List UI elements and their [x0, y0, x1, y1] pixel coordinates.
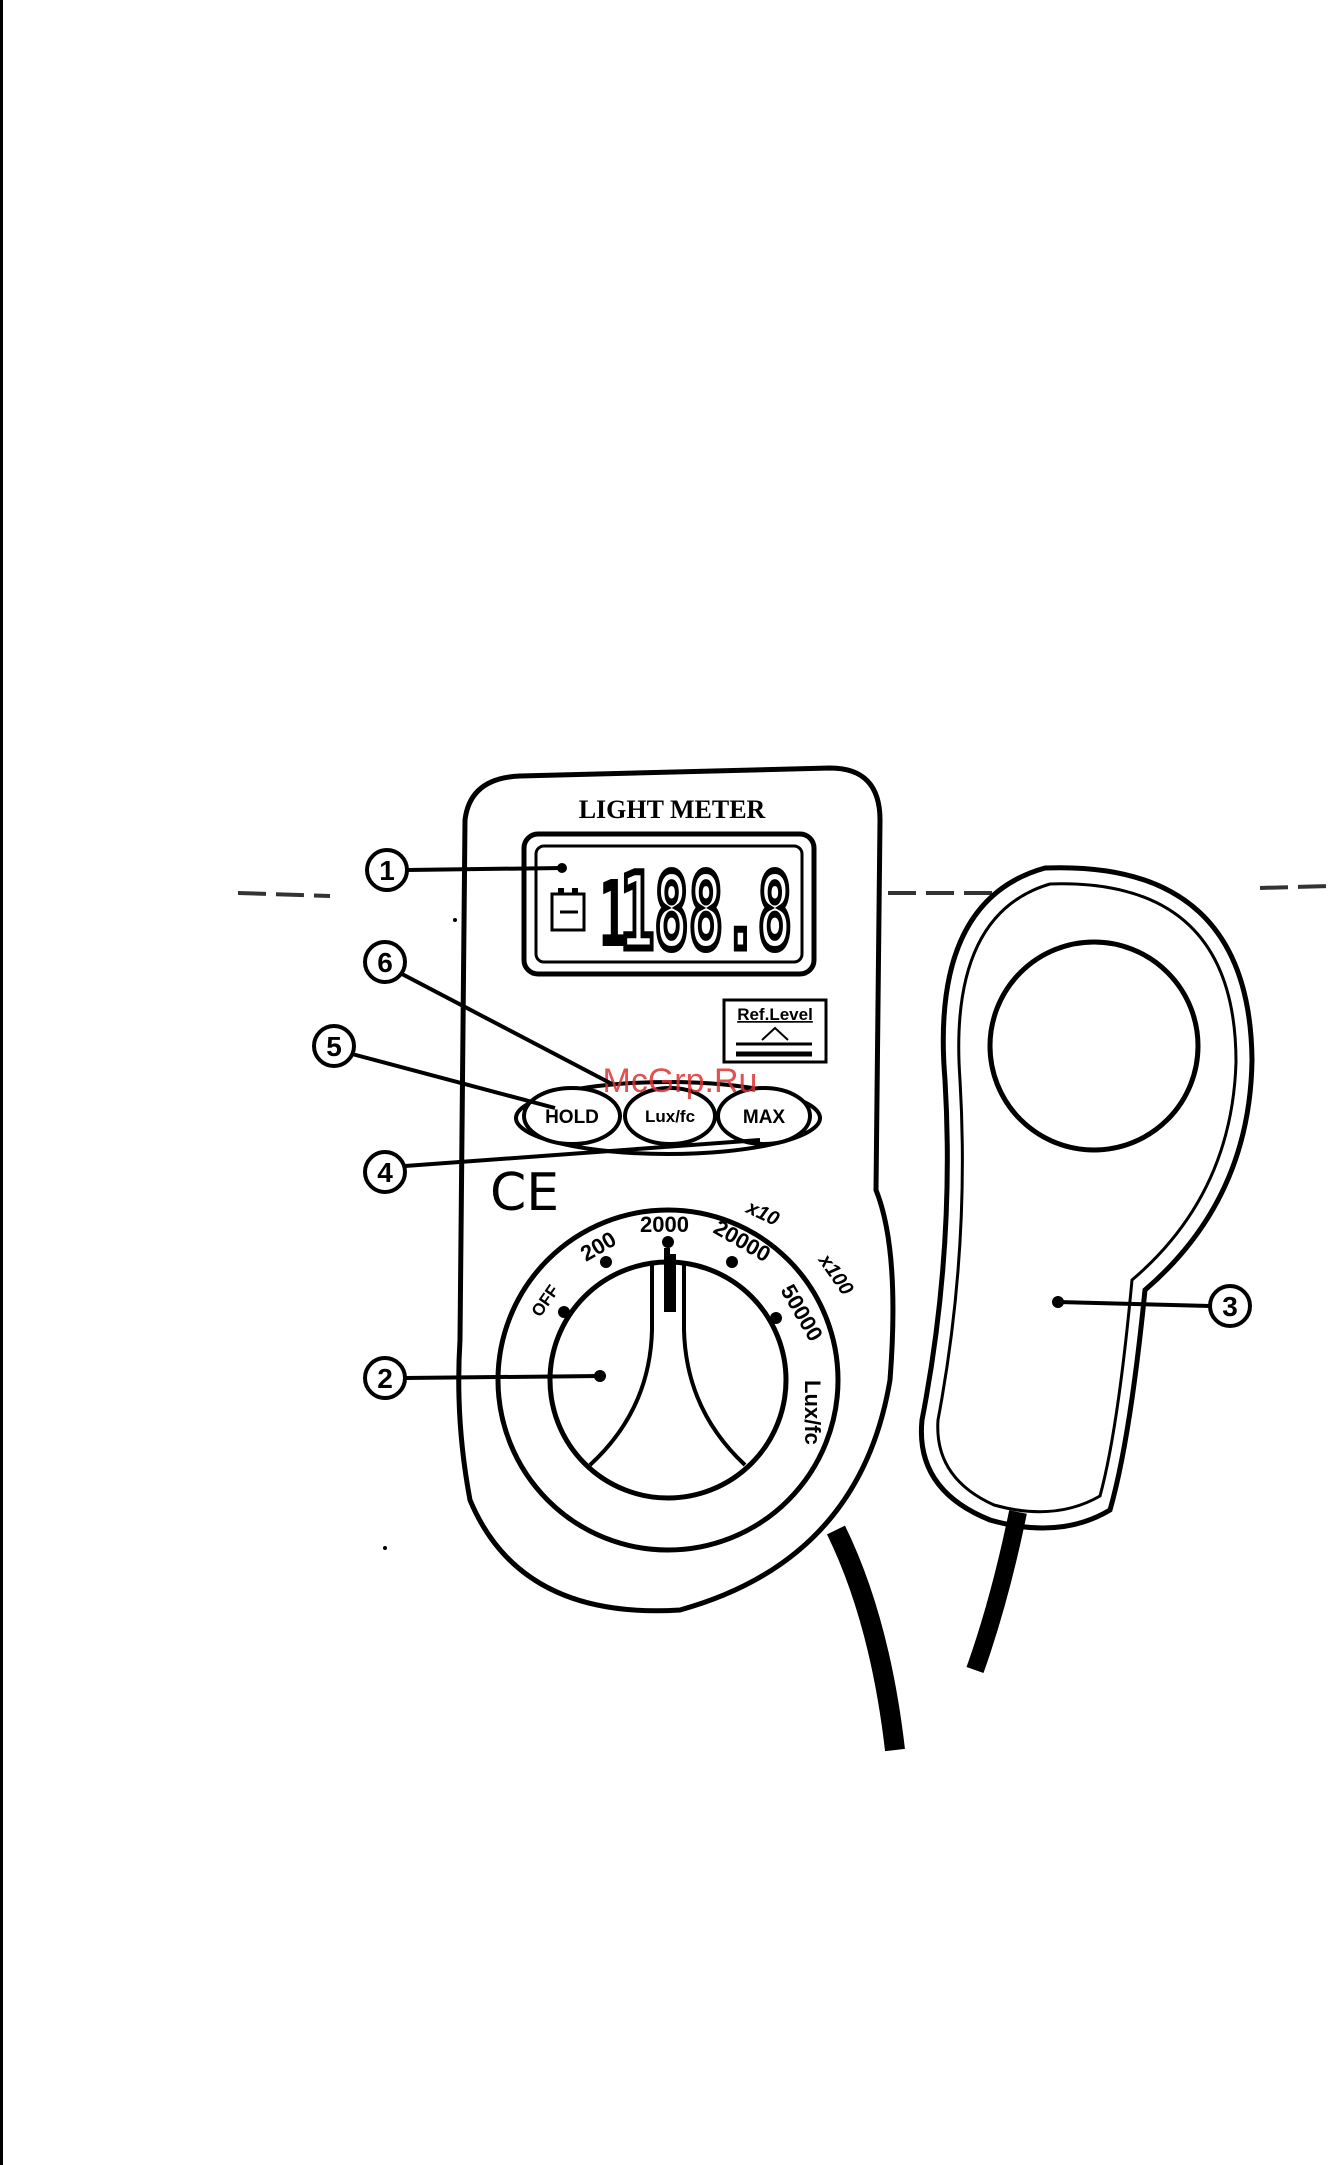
- svg-text:3: 3: [1222, 1291, 1238, 1322]
- svg-text:6: 6: [377, 947, 393, 978]
- speck: [383, 1546, 387, 1550]
- ref-level-label: Ref.Level: [737, 1005, 813, 1024]
- lcd-reading: 188.8: [620, 851, 792, 973]
- dial-unit-label: Lux/fc: [800, 1380, 825, 1445]
- svg-text:5: 5: [326, 1031, 342, 1062]
- ce-mark: CE: [490, 1163, 559, 1223]
- light-sensor-icon: [921, 868, 1252, 1528]
- watermark: McGrp.Ru: [603, 1062, 758, 1100]
- rotary-dial-icon[interactable]: [498, 1210, 838, 1550]
- lux-fc-button-label: Lux/fc: [645, 1107, 695, 1126]
- svg-text:4: 4: [377, 1157, 393, 1188]
- dial-label-2000: 2000: [640, 1212, 689, 1237]
- svg-text:2: 2: [377, 1363, 393, 1394]
- hold-button-label: HOLD: [545, 1107, 599, 1128]
- sensor-cable-icon: [836, 1530, 895, 1750]
- max-button-label: MAX: [743, 1107, 786, 1128]
- speck: [453, 918, 457, 922]
- svg-text:1: 1: [379, 855, 395, 886]
- battery-icon: [552, 888, 584, 930]
- device-title: LIGHT METER: [579, 795, 766, 824]
- probe-cable: [975, 1512, 1018, 1670]
- ref-level-indicator: Ref.Level: [724, 1000, 826, 1062]
